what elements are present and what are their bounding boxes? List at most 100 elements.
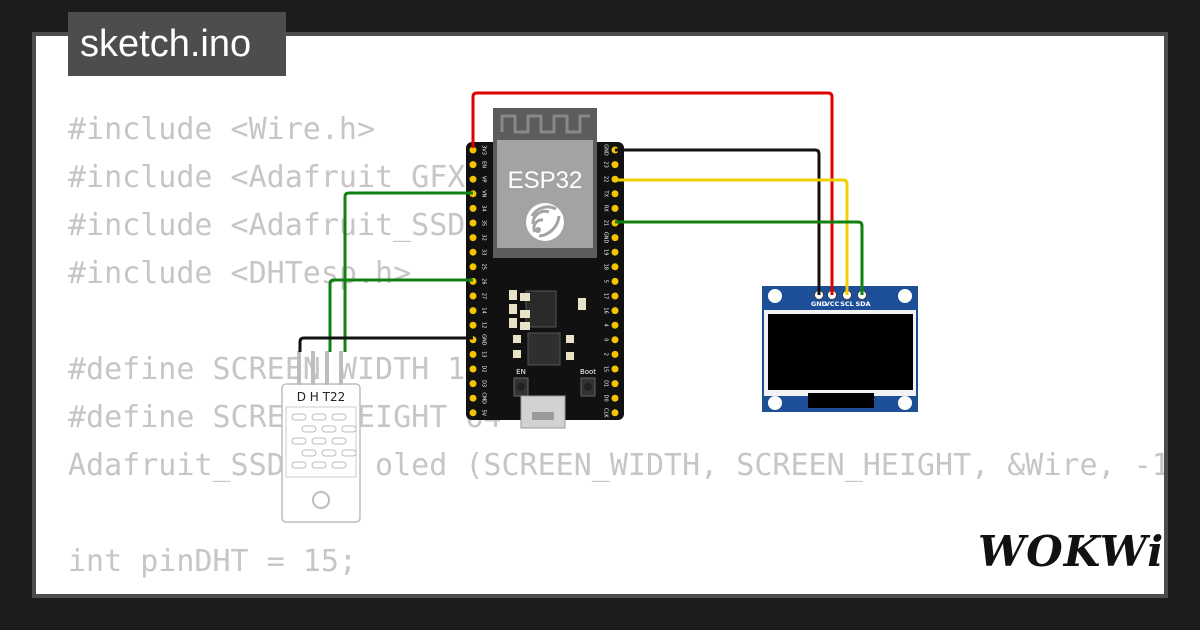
esp32-pin[interactable]	[611, 409, 619, 417]
esp32-pin[interactable]	[611, 307, 619, 315]
file-tab[interactable]: sketch.ino	[68, 12, 286, 76]
dht22-label: D H T22	[297, 390, 346, 404]
dht22-leg	[339, 351, 343, 385]
en-button-cap	[517, 383, 525, 391]
dht22-mount-hole	[312, 491, 330, 509]
esp32-pin[interactable]	[469, 365, 477, 373]
usb-slot	[532, 412, 554, 420]
esp32-pin-label: CMD	[481, 392, 487, 404]
esp32-left-header: 3V3ENVPVN343532332526271412GND13D2D3CMD5…	[469, 145, 487, 417]
esp32-pin-label: 33	[481, 249, 487, 255]
esp32-pin[interactable]	[469, 161, 477, 169]
file-tab-label: sketch.ino	[80, 23, 252, 65]
code-line: #define SCREEN_WIDTH 128	[68, 352, 502, 387]
dht22-vent-slot	[301, 449, 317, 457]
esp32-pin-label: 21	[603, 220, 609, 226]
dht22-leg	[325, 351, 329, 385]
wire-dht-gnd-black	[298, 336, 473, 352]
esp32-pin[interactable]	[469, 175, 477, 183]
esp32-pin[interactable]	[469, 350, 477, 358]
esp32-pin-label: 34	[481, 205, 487, 211]
esp32-pin[interactable]	[611, 380, 619, 388]
esp32-pin-label: 22	[603, 176, 609, 182]
esp32-pin-label: VP	[481, 176, 487, 182]
esp32-pin-label: D3	[481, 380, 487, 387]
oled-pin-label: SDA	[855, 300, 870, 308]
wire-scl-yellow	[615, 178, 849, 295]
esp32-pin-label: 4	[603, 324, 609, 327]
esp32-pin[interactable]	[469, 380, 477, 388]
esp32-pin[interactable]	[469, 263, 477, 271]
smd-component	[513, 350, 521, 358]
dht22-vent-slot	[341, 449, 357, 457]
dht22-vent-slot	[331, 461, 347, 469]
esp32-pin[interactable]	[611, 365, 619, 373]
dht22-sensor[interactable]: D H T22	[281, 351, 361, 523]
esp32-pin-label: CLK	[603, 408, 609, 418]
wire-sda-green	[615, 220, 864, 295]
smd-component	[566, 352, 574, 360]
code-line: #include <Wire.h>	[68, 112, 376, 147]
boot-button-cap	[584, 383, 592, 391]
smd-component	[509, 304, 517, 314]
oled-screen	[768, 314, 913, 390]
esp32-pin[interactable]	[611, 263, 619, 271]
esp32-pin[interactable]	[611, 277, 619, 285]
esp32-pin[interactable]	[469, 234, 477, 242]
esp32-pin[interactable]	[469, 321, 477, 329]
smd-component	[566, 335, 574, 343]
esp32-pin[interactable]	[611, 234, 619, 242]
esp32-pin-label: RX	[603, 205, 609, 212]
esp32-pin-label: 19	[603, 249, 609, 255]
esp32-pin-label: D0	[603, 395, 609, 402]
esp32-pin[interactable]	[611, 336, 619, 344]
dht22-vent-slot	[331, 437, 347, 445]
smd-component	[578, 298, 586, 310]
esp32-pin[interactable]	[469, 409, 477, 417]
esp32-pin[interactable]	[611, 321, 619, 329]
wire-dht-data-green	[343, 191, 473, 352]
dht22-vent-slot	[311, 413, 327, 421]
esp32-pin-label: 5	[603, 280, 609, 283]
esp32-pin-label: 14	[481, 307, 487, 313]
esp32-pin[interactable]	[611, 204, 619, 212]
smd-component	[509, 290, 517, 300]
esp32-pin[interactable]	[611, 161, 619, 169]
esp32-pin[interactable]	[611, 394, 619, 402]
dht22-vent-slot	[311, 437, 327, 445]
dht22-vent-slot	[321, 449, 337, 457]
dht22-vent-slot	[311, 461, 327, 469]
mount-hole	[768, 289, 782, 303]
dht22-leg	[311, 351, 315, 385]
code-line: #include <DHTesp.h>	[68, 256, 412, 291]
esp32-pin[interactable]	[611, 292, 619, 300]
esp32-pin-label: 18	[603, 264, 609, 270]
esp32-pin[interactable]	[469, 146, 477, 154]
esp32-pin[interactable]	[469, 204, 477, 212]
espressif-logo-icon	[526, 203, 564, 241]
esp32-pin-label: 15	[603, 366, 609, 372]
code-editor: #include <Wire.h>#include <Adafruit_GFX.…	[68, 106, 1164, 594]
esp32-pin[interactable]	[611, 248, 619, 256]
mount-hole	[898, 289, 912, 303]
esp32-pin[interactable]	[469, 248, 477, 256]
esp32-pin-label: 25	[481, 264, 487, 270]
esp32-pin[interactable]	[469, 219, 477, 227]
wires	[298, 91, 864, 352]
esp32-pin[interactable]	[469, 394, 477, 402]
esp32-pin[interactable]	[611, 190, 619, 198]
esp32-pin[interactable]	[469, 292, 477, 300]
code-line: int pinDHT = 15;	[68, 544, 357, 579]
esp32-pin-label: 17	[603, 293, 609, 299]
oled-pin-label: SCL	[840, 300, 854, 308]
esp32-label: ESP32	[508, 167, 583, 194]
esp32-pin[interactable]	[611, 350, 619, 358]
smd-component	[509, 318, 517, 328]
smd-component	[520, 310, 530, 318]
esp32-pin-label: 12	[481, 322, 487, 328]
esp32-pin[interactable]	[469, 307, 477, 315]
smd-component	[520, 322, 530, 330]
